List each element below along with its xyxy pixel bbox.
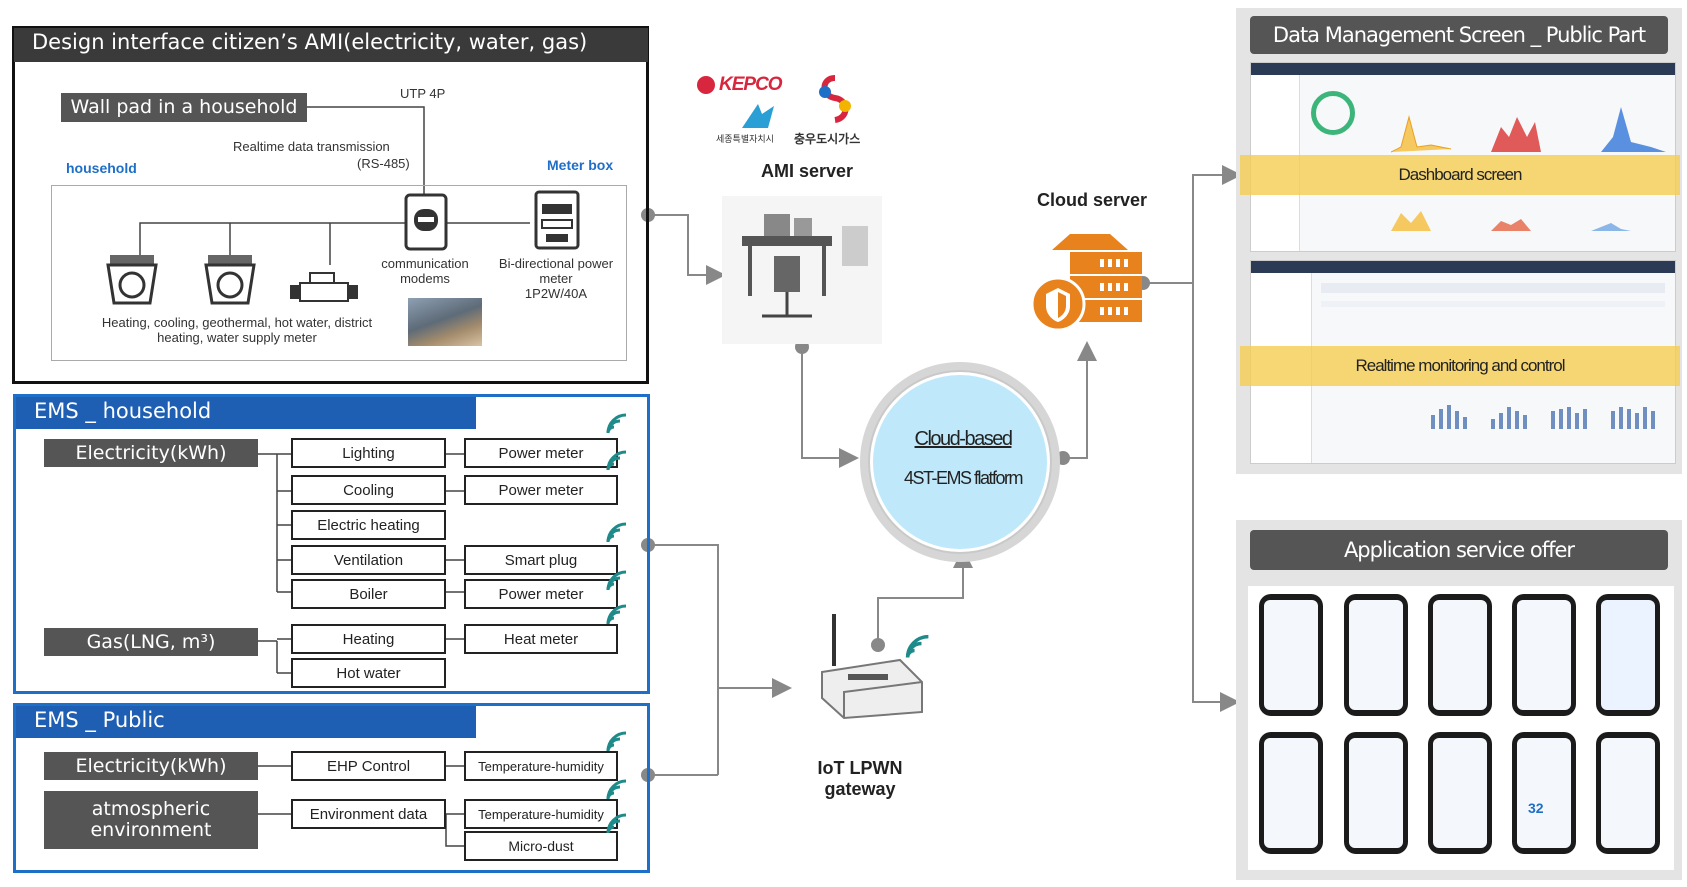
kepco-logo: KEPCO (697, 74, 783, 96)
public-device-temp-humidity-1: Temperature-humidity (464, 751, 618, 781)
app-phone-screen (1596, 594, 1660, 716)
ami-server-photo (722, 196, 882, 344)
cloud-server-label: Cloud server (1037, 190, 1148, 210)
household-item-ventilation: Ventilation (291, 545, 446, 575)
wifi-icon (606, 813, 627, 834)
realtime-band: Realtime monitoring and control (1240, 346, 1680, 386)
ems-public-panel (13, 703, 650, 873)
wifi-icon (606, 604, 627, 625)
household-frame (51, 185, 627, 361)
app-phone-screen (1512, 594, 1576, 716)
meterbox-label: Meter box (547, 157, 614, 173)
realtime-label: Realtime data transmission (233, 139, 390, 154)
app-phone-screen (1259, 732, 1323, 854)
public-device-micro-dust: Micro-dust (464, 831, 618, 861)
public-device-temp-humidity-2: Temperature-humidity (464, 799, 618, 829)
app-phone-screen (1344, 594, 1408, 716)
wifi-icon (606, 731, 627, 752)
app-phone-screen (1428, 732, 1492, 854)
wallpad-label: Wall pad in a household (61, 93, 307, 122)
household-device-power-meter-2: Power meter (464, 475, 618, 505)
iot-gateway-label: IoT LPWN gateway (817, 758, 903, 799)
household-item-electric-heating: Electric heating (291, 510, 446, 540)
sejong-logo (742, 104, 774, 128)
data-management-title: Data Management Screen _ Public Part (1250, 16, 1668, 54)
gas-company-logo-text: 충우도시가스 (794, 132, 861, 146)
comm-modems-label: communication modems (381, 256, 469, 286)
water-meter-icon (290, 272, 358, 302)
platform-label-line1: Cloud-based (914, 428, 1013, 450)
ami-panel-title: Design interface citizen’s AMI(electrici… (14, 28, 648, 62)
household-tree-lines (258, 453, 291, 674)
app-phone-screen (1259, 594, 1323, 716)
ami-panel (12, 26, 649, 384)
household-device-heat-meter: Heat meter (464, 624, 618, 654)
app-phone-screen (1596, 732, 1660, 854)
ems-household-title: EMS _ household (16, 397, 476, 429)
household-device-power-meter-3: Power meter (464, 579, 618, 609)
household-item-boiler: Boiler (291, 579, 446, 609)
bidir-meter-label: Bi-directional power meter 1P2W/40A (498, 256, 614, 301)
public-tree-lines (258, 765, 464, 847)
household-gas-label: Gas(LNG, m³) (44, 628, 258, 656)
gas-company-logo (819, 75, 851, 123)
app-phone-screen (1512, 732, 1576, 854)
phone-reading-value: 32 (1528, 800, 1544, 816)
household-item-lighting: Lighting (291, 438, 446, 468)
meter-wiring (139, 222, 530, 265)
utp-label: UTP 4P (400, 86, 446, 101)
heat-meter-icon-2 (204, 255, 256, 305)
sejong-logo-text: 세종특별자치시 (716, 134, 774, 144)
household-device-smart-plug: Smart plug (464, 545, 618, 575)
cloud-server-icon (1030, 234, 1142, 332)
atmospheric-label: atmospheric environment (44, 791, 258, 849)
ami-server-label: AMI server (761, 161, 854, 181)
app-service-title: Application service offer (1250, 530, 1668, 570)
ems-household-panel (13, 394, 650, 694)
heating-meter-label: Heating, cooling, geothermal, hot water,… (101, 315, 373, 345)
household-label: household (66, 160, 137, 176)
public-electricity-label: Electricity(kWh) (44, 752, 258, 780)
wallpad-line (307, 106, 425, 196)
power-meter-icon (534, 190, 580, 250)
household-electricity-label: Electricity(kWh) (44, 439, 258, 467)
public-item-ehp-control: EHP Control (291, 751, 446, 781)
household-item-hot-water: Hot water (291, 658, 446, 688)
household-item-heating: Heating (291, 624, 446, 654)
household-right-lines (446, 453, 464, 640)
wifi-icon (606, 522, 627, 543)
wifi-icon (905, 634, 929, 658)
wifi-icon (606, 450, 627, 471)
communication-modem-icon (404, 193, 448, 251)
platform-circle (870, 372, 1050, 552)
solar-house-photo (408, 298, 482, 346)
platform-label-line2: 4ST-EMS flatform (903, 468, 1024, 488)
ems-public-title: EMS _ Public (16, 706, 476, 738)
wifi-icon (606, 779, 627, 800)
wifi-icon (606, 413, 627, 434)
dashboard-band: Dashboard screen (1240, 155, 1680, 195)
kepco-logo-text: KEPCO (719, 74, 783, 95)
heat-meter-icon-1 (106, 255, 158, 305)
household-item-cooling: Cooling (291, 475, 446, 505)
app-phone-screen (1428, 594, 1492, 716)
public-item-environment-data: Environment data (291, 799, 446, 829)
rs485-label: (RS-485) (357, 156, 410, 171)
app-phone-screen (1344, 732, 1408, 854)
iot-gateway-device (821, 614, 923, 720)
wifi-icon (606, 570, 627, 591)
household-device-power-meter-1: Power meter (464, 438, 618, 468)
